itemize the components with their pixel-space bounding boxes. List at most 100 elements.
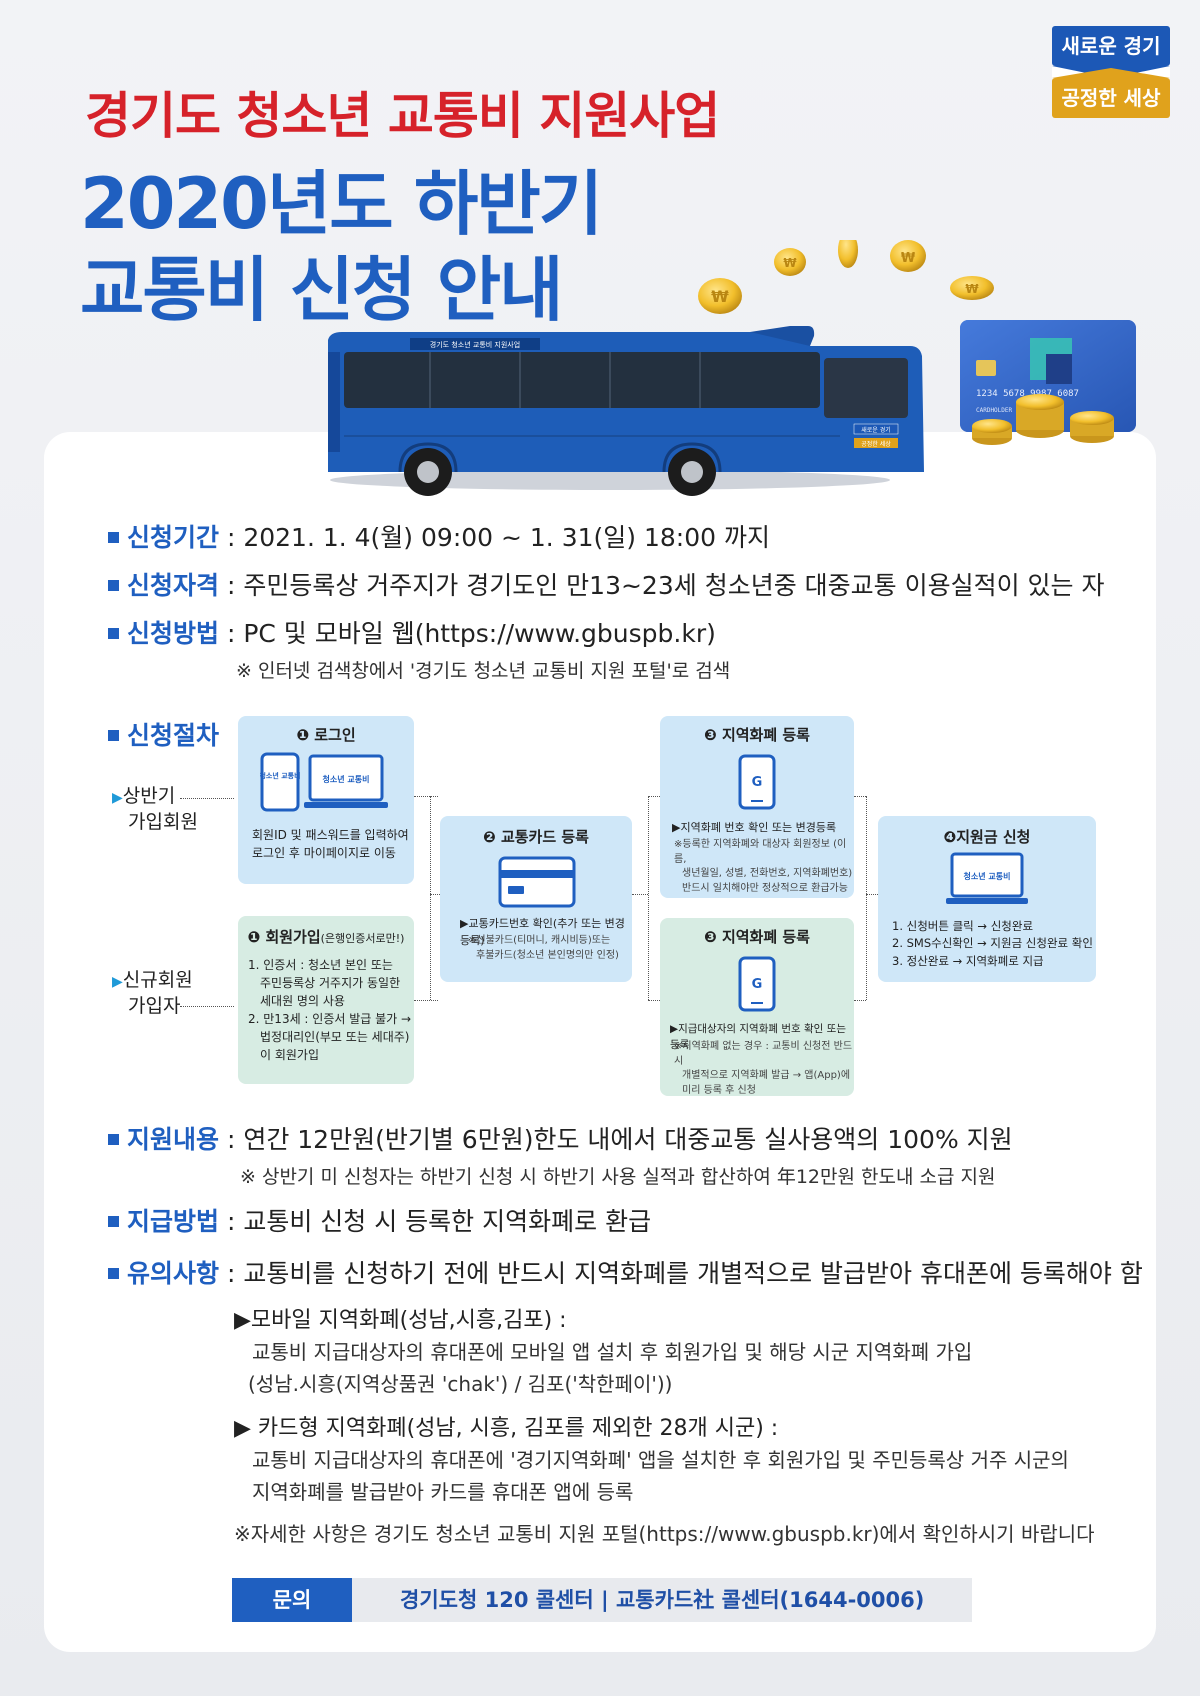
period-row: 신청기간 : 2021. 1. 4(월) 09:00 ~ 1. 31(일) 18… [108,518,770,554]
connector-line [414,1000,438,1001]
step-local-new-title: ❸ 지역화폐 등록 [704,928,810,946]
card-currency-title: ▶ 카드형 지역화폐(성남, 시흥, 김포를 제외한 28개 시군) : [234,1416,779,1441]
svg-text:₩: ₩ [965,282,979,296]
mobile-currency-line2: (성남.시흥(지역상품권 'chak') / 김포('착한페이')) [248,1372,673,1396]
connector-line [648,1000,660,1001]
logo-bottom-text: 공정한 세상 [1052,78,1170,118]
step-local-currency-new-box: ❸ 지역화폐 등록 G ▶지급대상자의 지역화폐 번호 확인 또는 등록 ※지역… [660,918,854,1096]
svg-text:G: G [752,775,763,790]
bullet-square [108,579,119,591]
support-content-label: 지원내용 [127,1125,220,1154]
support-content-value: : 연간 12만원(반기별 6만원)한도 내에서 대중교통 실사용액의 100%… [219,1125,1013,1154]
contact-tag: 문의 [232,1578,352,1622]
smartphone-icon: G [738,956,776,1012]
connector-line [648,796,649,1000]
connector-line [414,796,438,797]
qualification-label: 신청자격 [127,571,220,600]
gyeonggi-logo: 새로운 경기 공정한 세상 [1052,26,1170,122]
qualification-value: : 주민등록상 거주지가 경기도인 만13~23세 청소년중 대중교통 이용실적… [219,571,1105,600]
method-note: ※ 인터넷 검색창에서 '경기도 청소년 교통비 지원 포털'로 검색 [236,660,731,682]
procedure-label: 신청절차 [127,721,220,750]
phone-laptop-icon: 청소년 교통비 청소년 교통비 [260,752,388,812]
logo-band [1052,66,1170,78]
svg-text:공정한 세상: 공정한 세상 [861,440,891,448]
step-join-desc: 1. 인증서 : 청소년 본인 또는 주민등록상 거주지가 동일한 세대원 명의… [248,958,412,1062]
qualification-row: 신청자격 : 주민등록상 거주지가 경기도인 만13~23세 청소년중 대중교통… [108,566,1104,602]
bullet-square [108,729,119,741]
connector-line [648,796,660,797]
bullet-square [108,1133,119,1145]
connector-line [854,1000,866,1001]
step-apply-title: ❹지원금 신청 [943,828,1031,846]
contact-bar: 문의 경기도청 120 콜센터 | 교통카드社 콜센터(1644-0006) [232,1578,972,1622]
method-row: 신청방법 : PC 및 모바일 웹(https://www.gbuspb.kr) [108,614,716,650]
content-card [44,432,1156,1652]
triangle-icon: ▶ [112,974,123,990]
method-label: 신청방법 [127,619,220,648]
step-login-title: ❶ 로그인 [296,726,356,744]
svg-text:G: G [752,977,763,992]
step-card-box: ❷ 교통카드 등록 ▶교통카드번호 확인(추가 또는 변경등록) ※선불카드(티… [440,816,632,982]
step-join-title: ❶ 회원가입(은행인증서로만!) [247,928,405,946]
svg-text:₩: ₩ [783,256,797,270]
payment-method-row: 지급방법 : 교통비 신청 시 등록한 지역화폐로 환급 [108,1202,651,1238]
flying-coins-icon: ₩ ₩ ₩ ₩ [698,240,994,314]
logo-top-text: 새로운 경기 [1052,26,1170,66]
mobile-currency-title: ▶모바일 지역화폐(성남,시흥,김포) : [234,1308,567,1333]
svg-text:청소년 교통비: 청소년 교통비 [323,774,370,784]
period-label: 신청기간 [127,523,220,552]
connector-line [180,798,234,799]
svg-text:CARDHOLDER: CARDHOLDER [976,407,1013,414]
step-join-box: ❶ 회원가입(은행인증서로만!) 1. 인증서 : 청소년 본인 또는 주민등록… [238,916,414,1084]
connector-line [854,796,866,797]
support-content-row: 지원내용 : 연간 12만원(반기별 6만원)한도 내에서 대중교통 실사용액의… [108,1120,1013,1156]
payment-method-label: 지급방법 [127,1207,220,1236]
bus-icon: 경기도 청소년 교통비 지원사업 새로운 경기 공정한 세상 [328,326,924,496]
contact-text: 경기도청 120 콜센터 | 교통카드社 콜센터(1644-0006) [400,1588,925,1612]
connector-line [632,894,648,895]
laptop-icon: 청소년 교통비 [946,852,1028,904]
title-main-line1: 2020년도 하반기 [80,163,603,245]
svg-text:새로운 경기: 새로운 경기 [861,426,891,434]
triangle-icon: ▶ [112,790,123,806]
bus-banner-text: 경기도 청소년 교통비 지원사업 [430,340,520,349]
connector-line [430,894,440,895]
title-main-line2: 교통비 신청 안내 [80,249,564,331]
caution-label: 유의사항 [127,1259,220,1288]
svg-text:청소년 교통비: 청소년 교통비 [964,871,1011,881]
step-card-title: ❷ 교통카드 등록 [483,828,589,846]
step-card-desc: ▶교통카드번호 확인(추가 또는 변경등록) [460,917,625,947]
detail-note: ※자세한 사항은 경기도 청소년 교통비 지원 포털(https://www.g… [234,1522,1095,1546]
procedure-row: 신청절차 [108,716,219,752]
payment-method-value: : 교통비 신청 시 등록한 지역화폐로 환급 [219,1207,652,1236]
connector-line [866,796,867,1000]
support-content-note: ※ 상반기 미 신청자는 하반기 신청 시 하반기 사용 실적과 합산하여 年1… [240,1166,996,1188]
card-currency-line1: 교통비 지급대상자의 휴대폰에 '경기지역화폐' 앱을 설치한 후 회원가입 및… [252,1448,1069,1472]
side-label-new-member: ▶신규회원 가입자 [112,969,193,1017]
bus-card-coins-illustration: 경기도 청소년 교통비 지원사업 새로운 경기 공정한 세상 1234 5678… [328,240,1136,496]
title-red: 경기도 청소년 교통비 지원사업 [85,87,720,145]
bullet-square [108,531,119,543]
svg-text:청소년 교통비: 청소년 교통비 [260,771,301,780]
step-local-note: ※등록한 지역화폐와 대상자 회원정보 (이름,생년월일, 성별, 전화번호, … [674,839,853,894]
caution-value: : 교통비를 신청하기 전에 반드시 지역화폐를 개별적으로 발급받아 휴대폰에… [219,1259,1143,1288]
connector-line [180,1006,234,1007]
step-local-new-desc: ▶지급대상자의 지역화폐 번호 확인 또는 등록 [670,1023,846,1051]
bullet-square [108,1215,119,1227]
step-local-currency-box: ❸ 지역화폐 등록 G ▶지역화폐 번호 확인 또는 변경등록 ※등록한 지역화… [660,716,854,898]
transport-card-icon: 1234 5678 9987 6087 CARDHOLDER [960,320,1136,432]
smartphone-icon: G [738,754,776,810]
svg-text:1234 5678 9987 6087: 1234 5678 9987 6087 [976,389,1079,399]
bullet-square [108,1267,119,1279]
side-label-first-half: ▶상반기 가입회원 [112,785,198,833]
connector-line [866,894,878,895]
credit-card-icon [498,856,576,908]
svg-text:₩: ₩ [711,287,729,306]
svg-text:₩: ₩ [901,251,916,266]
mobile-currency-line1: 교통비 지급대상자의 휴대폰에 모바일 앱 설치 후 회원가입 및 해당 시군 … [252,1340,973,1364]
